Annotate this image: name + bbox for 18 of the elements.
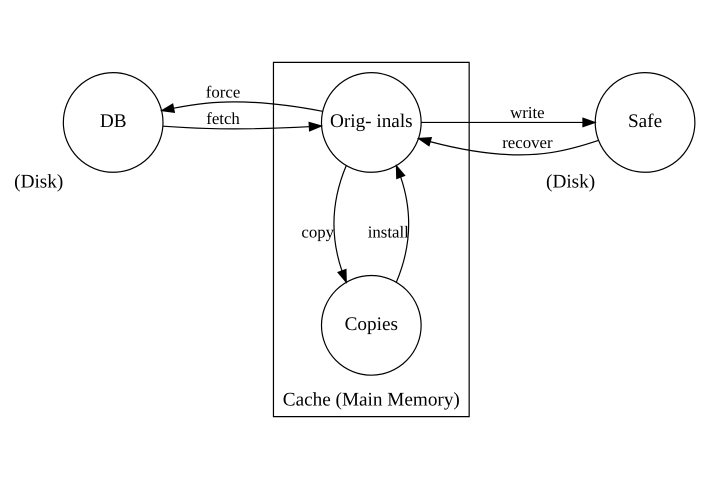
arrow [162,122,323,132]
node-circle: Safe [594,72,695,173]
edge-label: recover [502,132,552,152]
arrow [420,117,596,128]
arrow [395,164,409,282]
edge-label: install [367,222,408,242]
edge-label: fetch [206,108,240,128]
node-label: (Disk) [546,172,595,193]
arrow [416,136,598,156]
node-circle: Orig- inals [320,72,422,173]
node-circle: Copies [320,274,422,376]
arrow [332,166,346,284]
node-label: (Disk) [14,172,63,193]
edge-label: force [205,82,240,102]
arrow [159,101,322,114]
edge-label: copy [300,222,334,242]
node-circle: DB [62,72,164,173]
edge-label: write [510,102,544,122]
